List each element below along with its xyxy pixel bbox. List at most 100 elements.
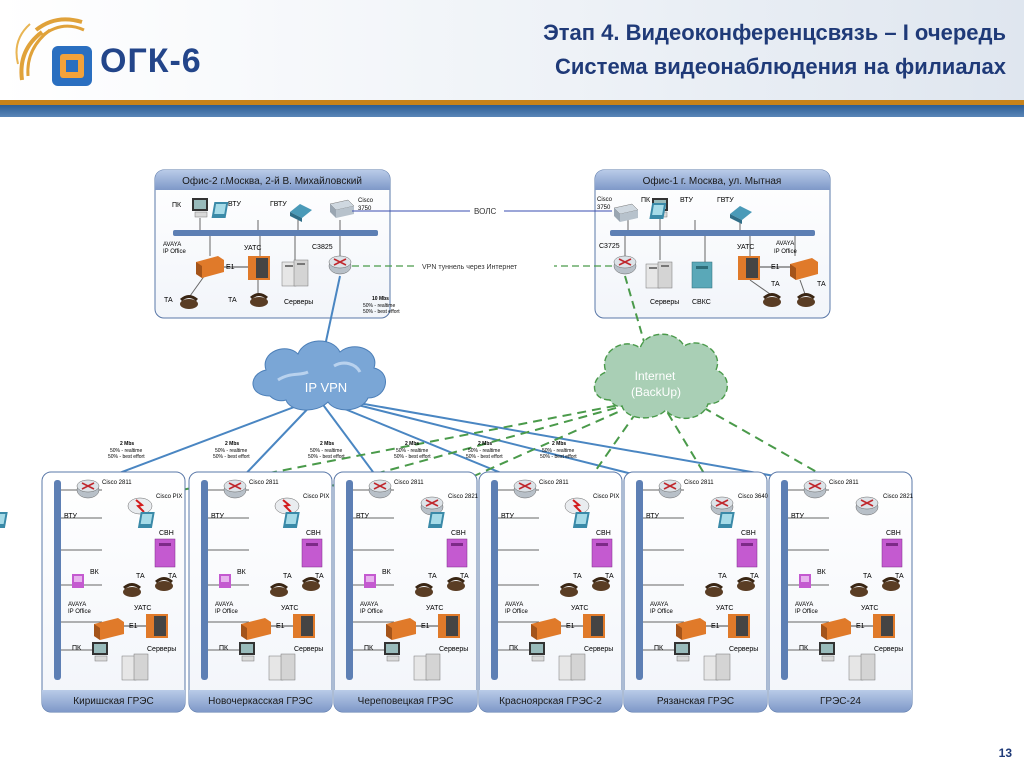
branch-name: Рязанская ГРЭС — [657, 696, 734, 707]
internet-label-1: Internet — [635, 369, 676, 383]
branch-ta-label-b: ТА — [895, 573, 904, 580]
ten-mbs-label-3: 50% - best effort — [363, 309, 400, 315]
video-server-icon — [736, 538, 758, 568]
office2-cisco-label-2: 3750 — [358, 206, 372, 212]
pbx-icon — [438, 614, 460, 638]
branch-vk-label: ВК — [382, 569, 392, 576]
internet-cloud: Internet (BackUp) — [593, 333, 729, 419]
branch-ta-label-b: ТА — [168, 573, 177, 580]
branch-name: Новочеркасская ГРЭС — [208, 696, 313, 707]
servers-icon — [268, 653, 296, 681]
phone-icon — [797, 293, 815, 307]
logo-text: ОГК-6 — [100, 42, 202, 80]
servers-icon — [121, 653, 149, 681]
branch-svn-label: СВН — [306, 530, 321, 537]
branch-vk-label: ВК — [90, 569, 100, 576]
branch-lan-bus — [346, 480, 353, 680]
svg-text:2 Mbs: 2 Mbs — [225, 441, 239, 447]
video-server-icon — [881, 538, 903, 568]
branch-servers-label: Серверы — [439, 646, 468, 653]
office2-cisco-label-1: Cisco — [358, 198, 374, 204]
ip-pbx-icon — [790, 258, 818, 280]
office1-title: Офис-1 г. Москва, ул. Мытная — [643, 175, 782, 187]
phone-icon — [302, 577, 320, 591]
branch-vtu-label: ВТУ — [64, 513, 77, 520]
branch-svn-label: СВН — [741, 530, 756, 537]
office1-gvtu-label: ГВТУ — [717, 197, 734, 204]
pc-icon — [529, 642, 545, 662]
video-terminal-icon — [427, 512, 445, 528]
pc-icon — [192, 198, 208, 218]
svg-text:50% - realtime: 50% - realtime — [468, 448, 500, 454]
branch-svn-label: СВН — [451, 530, 466, 537]
router-icon — [803, 479, 827, 499]
branch-ta-label-a: ТА — [283, 573, 292, 580]
phone-icon — [850, 583, 868, 597]
video-server-icon — [301, 538, 323, 568]
svg-text:50% - best effort: 50% - best effort — [466, 454, 503, 460]
branch-router-label: Cisco 2811 — [539, 480, 569, 486]
branch-vtu-label: ВТУ — [646, 513, 659, 520]
svg-text:50% - best effort: 50% - best effort — [108, 454, 145, 460]
phone-icon — [592, 577, 610, 591]
ip-pbx-icon — [241, 618, 271, 640]
ip-pbx-icon — [531, 618, 561, 640]
branch-avaya-label-2: IP Office — [505, 609, 528, 615]
branch-e1-label: E1 — [711, 623, 720, 630]
svg-text:2 Mbs: 2 Mbs — [120, 441, 134, 447]
phone-icon — [250, 293, 268, 307]
branch-name: Красноярская ГРЭС-2 — [499, 696, 602, 707]
ip-pbx-icon — [821, 618, 851, 640]
branch-vtu-label: ВТУ — [356, 513, 369, 520]
office2-c3825-label: C3825 — [312, 244, 333, 251]
video-terminal-icon — [649, 203, 667, 219]
office2-pk-label: ПК — [172, 202, 182, 209]
branch-router-label: Cisco 2811 — [102, 480, 132, 486]
office1-servers-label: Серверы — [650, 299, 679, 306]
office2-uats-label: УАТС — [244, 245, 261, 252]
header — [0, 0, 1024, 100]
router-icon — [613, 255, 637, 275]
branch-second-device-label: Cisco 2821 — [883, 494, 914, 500]
branch-e1-label: E1 — [421, 623, 430, 630]
branch-second-device-label: Cisco PIX — [303, 494, 329, 500]
office1-box: Офис-1 г. Москва, ул. Мытная Cisco 3750 … — [594, 169, 831, 319]
branch-e1-label: E1 — [276, 623, 285, 630]
phone-icon — [763, 293, 781, 307]
router-icon — [658, 479, 682, 499]
ipvpn-cloud: IP VPN — [252, 340, 386, 411]
router-icon — [76, 479, 100, 499]
router-icon — [420, 496, 444, 516]
branch-ta-label-b: ТА — [605, 573, 614, 580]
branch-avaya-label-2: IP Office — [795, 609, 818, 615]
router-icon — [328, 255, 352, 275]
video-server-icon — [591, 538, 613, 568]
pbx-icon — [248, 256, 270, 280]
video-terminal-icon — [211, 202, 229, 218]
servers-icon — [848, 653, 876, 681]
logo-icon — [15, 17, 92, 86]
branch-ta-label-b: ТА — [460, 573, 469, 580]
svg-text:50% - realtime: 50% - realtime — [396, 448, 428, 454]
branch-avaya-label-1: AVAYA — [360, 602, 378, 608]
office2-avaya-label-1: AVAYA — [163, 242, 181, 248]
svg-text:50% - realtime: 50% - realtime — [542, 448, 574, 454]
office1-uats-label: УАТС — [737, 244, 754, 251]
branch-uats-label: УАТС — [426, 605, 443, 612]
branch-servers-label: Серверы — [294, 646, 323, 653]
pbx-icon — [738, 256, 760, 280]
branch-uats-label: УАТС — [571, 605, 588, 612]
branch-second-device-label: Cisco PIX — [156, 494, 182, 500]
phone-icon — [560, 583, 578, 597]
ip-pbx-icon — [196, 256, 224, 278]
branch-servers-label: Серверы — [584, 646, 613, 653]
branch-avaya-label-1: AVAYA — [68, 602, 86, 608]
router-icon — [710, 496, 734, 516]
ten-mbs-label-2: 50% - realtime — [363, 303, 395, 309]
office1-internet-link — [624, 275, 646, 346]
